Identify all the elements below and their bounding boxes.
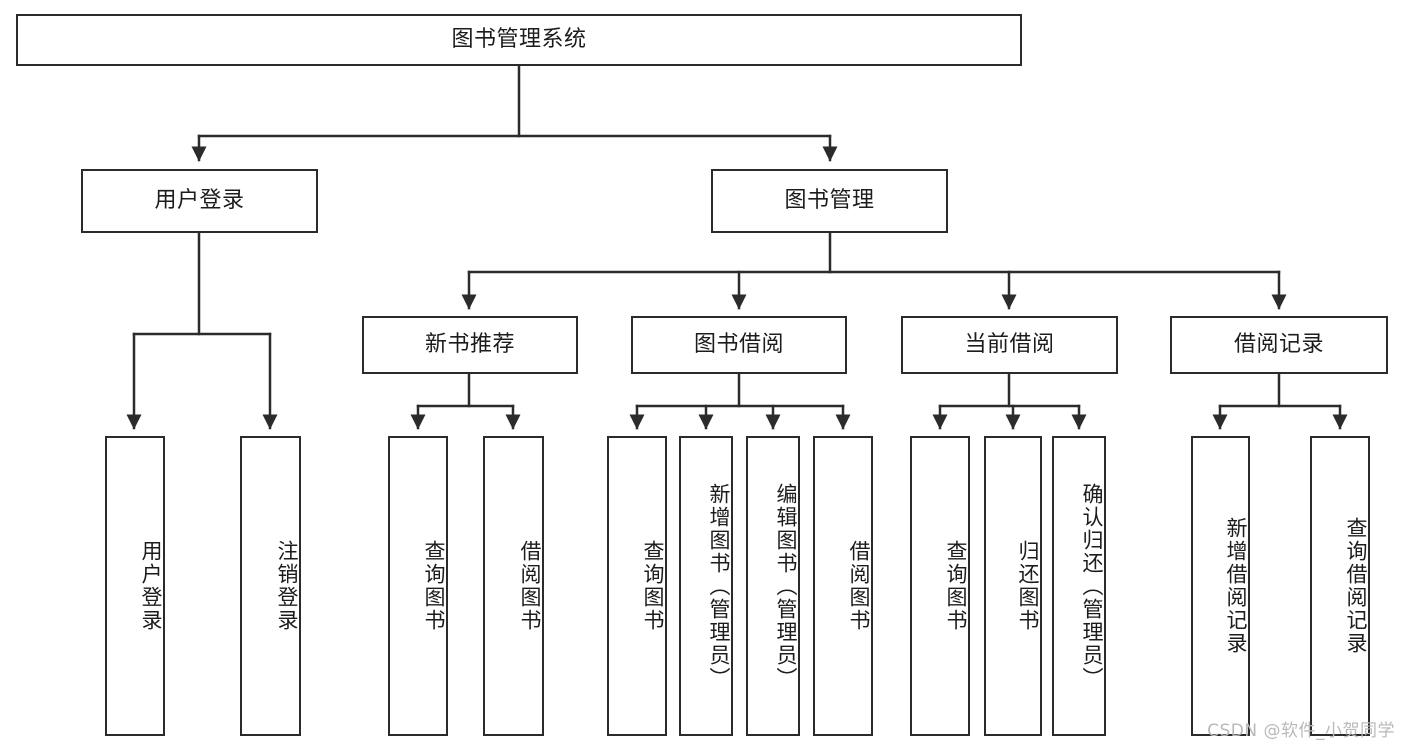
node-root-label: 图书管理系统	[451, 26, 587, 52]
node-book-management[interactable]: 图书管理	[711, 169, 948, 233]
node-book-borrow[interactable]: 图书借阅	[631, 316, 847, 374]
leaf-edit-book-admin[interactable]: 编辑图书（管理员）	[746, 436, 800, 736]
node-current-borrow[interactable]: 当前借阅	[901, 316, 1118, 374]
leaf-return-book[interactable]: 归还图书	[984, 436, 1042, 736]
leaf-query-borrow-record-label: 查询借阅记录	[1344, 517, 1368, 655]
node-new-book-recommend-label: 新书推荐	[424, 331, 515, 357]
node-borrow-record-label: 借阅记录	[1233, 331, 1324, 357]
leaf-query-book-borrow[interactable]: 查询图书	[607, 436, 667, 736]
leaf-user-login-label: 用户登录	[139, 540, 163, 632]
leaf-query-borrow-record[interactable]: 查询借阅记录	[1310, 436, 1370, 736]
leaf-add-borrow-record[interactable]: 新增借阅记录	[1191, 436, 1250, 736]
leaf-borrow-book-new-label: 借阅图书	[518, 540, 542, 632]
leaf-borrow-book-new[interactable]: 借阅图书	[483, 436, 544, 736]
node-new-book-recommend[interactable]: 新书推荐	[362, 316, 578, 374]
node-user-login[interactable]: 用户登录	[81, 169, 318, 233]
leaf-return-book-label: 归还图书	[1016, 540, 1040, 632]
leaf-logout-label: 注销登录	[275, 540, 299, 632]
leaf-borrow-book[interactable]: 借阅图书	[813, 436, 873, 736]
leaf-query-book-borrow-label: 查询图书	[641, 540, 665, 632]
node-current-borrow-label: 当前借阅	[964, 331, 1055, 357]
leaf-confirm-return-admin-label: 确认归还（管理员）	[1080, 482, 1104, 690]
leaf-add-book-admin-label: 新增图书（管理员）	[707, 482, 731, 690]
leaf-user-login[interactable]: 用户登录	[105, 436, 165, 736]
node-borrow-record[interactable]: 借阅记录	[1170, 316, 1388, 374]
node-book-borrow-label: 图书借阅	[693, 331, 784, 357]
node-root[interactable]: 图书管理系统	[16, 14, 1022, 66]
leaf-confirm-return-admin[interactable]: 确认归还（管理员）	[1052, 436, 1106, 736]
node-book-management-label: 图书管理	[784, 187, 875, 213]
leaf-logout[interactable]: 注销登录	[240, 436, 301, 736]
leaf-add-book-admin[interactable]: 新增图书（管理员）	[679, 436, 733, 736]
leaf-add-borrow-record-label: 新增借阅记录	[1224, 517, 1248, 655]
leaf-query-book-current[interactable]: 查询图书	[910, 436, 970, 736]
leaf-query-book-current-label: 查询图书	[944, 540, 968, 632]
node-user-login-label: 用户登录	[154, 187, 245, 213]
leaf-borrow-book-label: 借阅图书	[847, 540, 871, 632]
leaf-edit-book-admin-label: 编辑图书（管理员）	[774, 482, 798, 690]
csdn-watermark: CSDN @软件_小贺同学	[1207, 721, 1395, 741]
leaf-query-book-new[interactable]: 查询图书	[388, 436, 448, 736]
leaf-query-book-new-label: 查询图书	[422, 540, 446, 632]
